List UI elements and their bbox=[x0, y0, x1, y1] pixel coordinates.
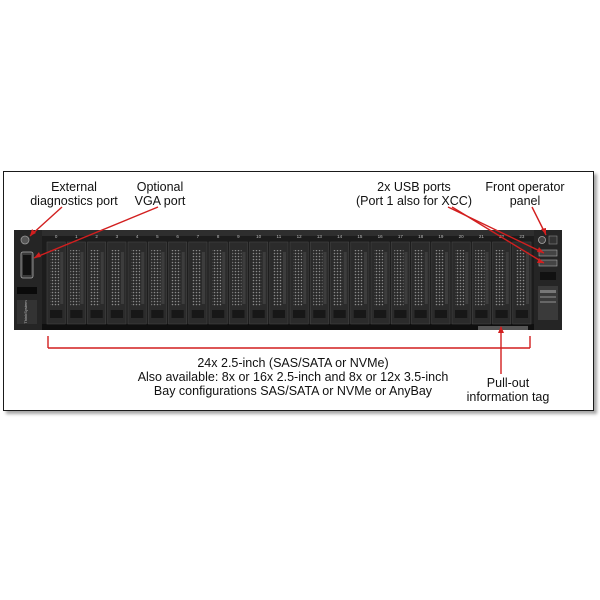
pullout-tag-label: Pull-out information tag bbox=[466, 376, 550, 404]
bay-summary-label: 24x 2.5-inch (SAS/SATA or NVMe) Also ava… bbox=[137, 356, 449, 398]
external-diagnostics-label: External bbox=[51, 180, 97, 194]
external-diagnostics-label-line2: diagnostics port bbox=[30, 194, 118, 208]
vga-port-label: Optional VGA port bbox=[134, 180, 186, 208]
front-operator-panel-label: Front operator panel bbox=[485, 180, 565, 208]
usb-ports-label: 2x USB ports (Port 1 also for XCC) bbox=[355, 180, 472, 208]
